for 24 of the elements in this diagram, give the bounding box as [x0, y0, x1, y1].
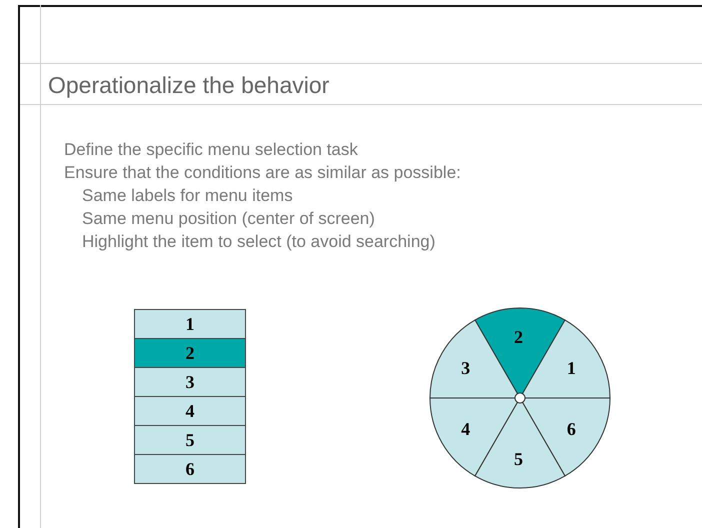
bullet-text: Define the specific menu selection task	[64, 140, 358, 160]
slide-title: Operationalize the behavior	[48, 72, 330, 99]
item-number: 1	[566, 358, 576, 378]
item-number: 1	[186, 314, 194, 334]
menu-item	[134, 425, 246, 455]
bullet-text: Ensure that the conditions are as similar as possible:	[64, 163, 461, 183]
menu-item	[134, 367, 246, 397]
bullet-text: Highlight the item to select (to avoid searching)	[82, 232, 436, 252]
menu-item	[134, 338, 246, 368]
item-number: 4	[186, 401, 194, 421]
item-number: 6	[186, 459, 194, 479]
item-number: 2	[514, 327, 523, 347]
item-number: 6	[566, 418, 576, 438]
bullet-text: Same menu position (center of screen)	[82, 209, 375, 229]
menu-item	[134, 309, 246, 339]
item-number: 3	[186, 372, 194, 392]
menu-item	[134, 396, 246, 426]
item-number: 3	[461, 358, 470, 378]
menu-item	[134, 454, 246, 484]
item-number: 5	[186, 430, 194, 450]
item-number: 2	[186, 343, 194, 363]
item-number: 4	[461, 418, 470, 438]
bullet-text: Same labels for menu items	[82, 186, 293, 206]
item-number: 5	[514, 449, 523, 469]
